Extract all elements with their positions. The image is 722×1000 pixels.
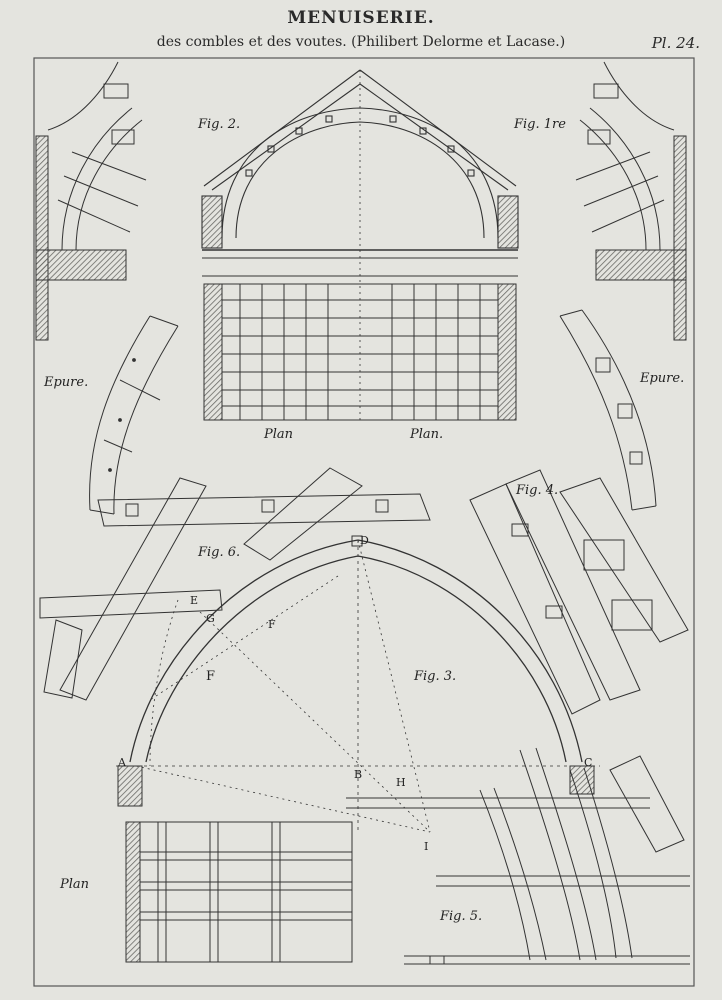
- fig3-point-i: I: [424, 840, 428, 853]
- figure-4-timber-assembly: [469, 469, 689, 715]
- figure-2-roof-section: [201, 69, 519, 420]
- epure-left-label: Epure.: [43, 375, 88, 390]
- epure-right-label: Epure.: [639, 371, 684, 386]
- left-vault-fragment: [35, 61, 147, 341]
- figure-4-label: Fig. 4.: [515, 483, 558, 498]
- fig3-point-c: C: [584, 756, 592, 769]
- figure-1-vault-fragment: [575, 61, 687, 341]
- plate-border: [33, 57, 695, 987]
- fig3-point-b: B: [354, 768, 362, 781]
- figure-5-rib-framing: [346, 747, 690, 965]
- figure-3-arch: [116, 535, 600, 833]
- fig3-point-f-lower: F: [206, 669, 215, 684]
- plan-left-label: Plan: [263, 427, 293, 442]
- epure-left-drawing: [89, 315, 179, 515]
- figure-1-label: Fig. 1re: [513, 117, 566, 132]
- plate-number: Pl. 24.: [651, 34, 700, 52]
- plate-title: MENUISERIE.: [287, 8, 435, 28]
- fig3-point-f-upper: F: [268, 618, 276, 631]
- fig3-point-a: A: [117, 756, 127, 769]
- plan-bottom-label: Plan: [59, 877, 89, 892]
- figure-3-label: Fig. 3.: [413, 669, 456, 684]
- figure-6-beams: [39, 467, 431, 701]
- figure-6-label: Fig. 6.: [197, 545, 240, 560]
- bottom-plan-grid: [125, 821, 353, 963]
- fig3-point-d: D: [360, 534, 369, 547]
- fig3-point-e: E: [190, 594, 198, 607]
- fig3-point-g: G: [206, 612, 215, 625]
- epure-right-drawing: [559, 309, 657, 511]
- plan-right-label: Plan.: [409, 427, 443, 442]
- plan-grid: [203, 283, 517, 421]
- plate-subtitle: des combles et des voutes. (Philibert De…: [156, 34, 566, 50]
- fig3-point-h: H: [396, 776, 406, 789]
- figure-2-label: Fig. 2.: [197, 117, 240, 132]
- figure-5-label: Fig. 5.: [439, 909, 482, 924]
